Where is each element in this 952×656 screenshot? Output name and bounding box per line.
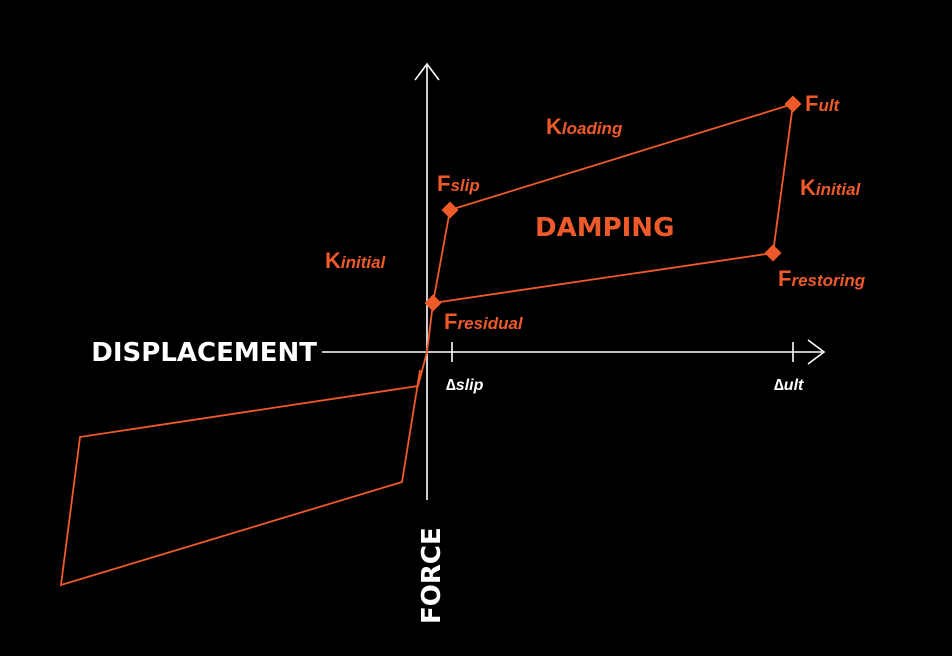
k-loading-label: Kloading	[546, 114, 623, 139]
f-slip-label: Fslip	[437, 171, 480, 196]
force-axis-arrow-icon	[414, 62, 440, 81]
hysteresis-loop-positive	[426, 102, 795, 353]
f-residual-diamond-icon	[424, 294, 442, 312]
tick-label-ult: ∆ult	[774, 377, 804, 394]
damping-label: DAMPING	[535, 213, 674, 243]
f-restoring-diamond-icon	[764, 244, 782, 262]
f-restoring-label: Frestoring	[778, 266, 866, 291]
f-residual-label: Fresidual	[444, 309, 524, 334]
k-initial-left-label: Kinitial	[325, 248, 387, 273]
hysteresis-loop-negative	[59, 351, 428, 587]
force-axis-title: FORCE	[417, 527, 447, 624]
displacement-axis-arrow-icon	[807, 339, 826, 365]
f-ult-label: Fult	[805, 91, 841, 116]
displacement-axis-title: DISPLACEMENT	[91, 338, 317, 368]
f-ult-diamond-icon	[784, 95, 802, 113]
k-initial-right-label: Kinitial	[800, 175, 862, 200]
f-slip-diamond-icon	[441, 201, 459, 219]
tick-label-slip: ∆slip	[446, 377, 484, 394]
